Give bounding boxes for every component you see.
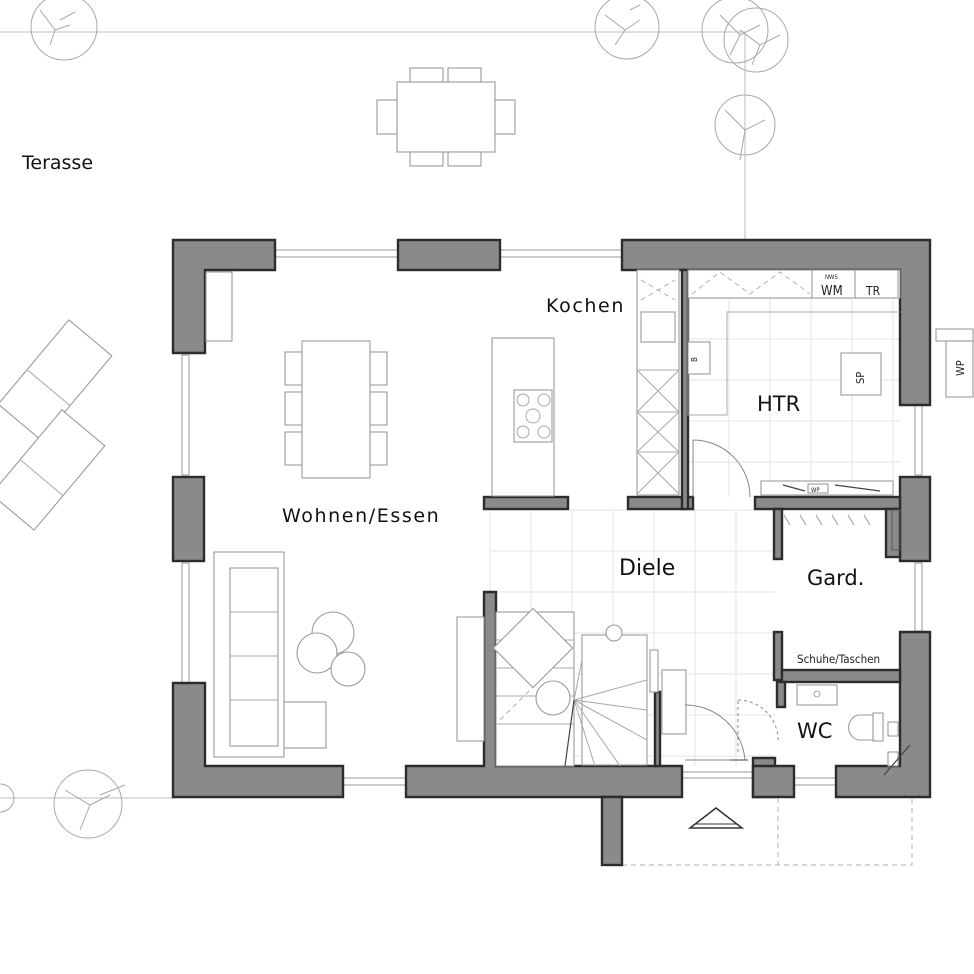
- sofa: [213, 551, 327, 758]
- appliance-label-wp-small: WP: [811, 487, 820, 494]
- room-label-shoes: Schuhe/Taschen: [797, 652, 880, 666]
- fireplace: [456, 616, 485, 742]
- tree-icon: [714, 94, 776, 161]
- tree-icon: [53, 769, 126, 839]
- wardrobe-rail: [783, 509, 901, 551]
- utility-fixtures: [687, 269, 974, 496]
- sun-lounger: [0, 409, 106, 531]
- room-label-wc: WC: [797, 719, 832, 743]
- appliance-label-washer: WM: [821, 284, 843, 299]
- appliance-label-storage: SP: [854, 372, 867, 384]
- tree-icon: [701, 0, 769, 64]
- garden-table: [376, 67, 516, 167]
- room-label-living: Wohnen/Essen: [282, 505, 440, 527]
- garden: [0, 0, 913, 866]
- kitchen-island: [491, 337, 555, 497]
- kitchen-cabinets: [636, 269, 680, 496]
- staircase: [492, 607, 648, 767]
- walls: [171, 238, 932, 867]
- appliance-label-nws: NWS: [825, 274, 838, 281]
- room-label-wardrobe: Gard.: [807, 566, 864, 590]
- room-label-utility: HTR: [757, 392, 800, 416]
- tree-icon: [594, 0, 660, 60]
- dining-set: [284, 340, 388, 479]
- sun-lounger: [0, 319, 113, 441]
- wc-fixtures: [796, 684, 911, 776]
- appliance-label-dryer: TR: [865, 284, 881, 298]
- tree-icon: [30, 0, 98, 61]
- doors: [684, 439, 779, 761]
- appliance-label-boiler: B: [690, 357, 699, 362]
- room-label-kitchen: Kochen: [546, 295, 625, 317]
- room-labels: Terasse Wohnen/Essen Kochen HTR Diele Ga…: [21, 152, 880, 743]
- room-label-terrace: Terasse: [21, 152, 93, 174]
- appliance-label-heatpump: WP: [954, 360, 967, 376]
- sideboard: [205, 271, 233, 342]
- coffee-tables: [296, 611, 366, 687]
- tree-icon: [723, 7, 789, 73]
- entrance-marker: [687, 807, 745, 829]
- room-label-hall: Diele: [619, 556, 675, 581]
- appliance-labels: WM TR NWS SP WP B WP: [690, 274, 967, 494]
